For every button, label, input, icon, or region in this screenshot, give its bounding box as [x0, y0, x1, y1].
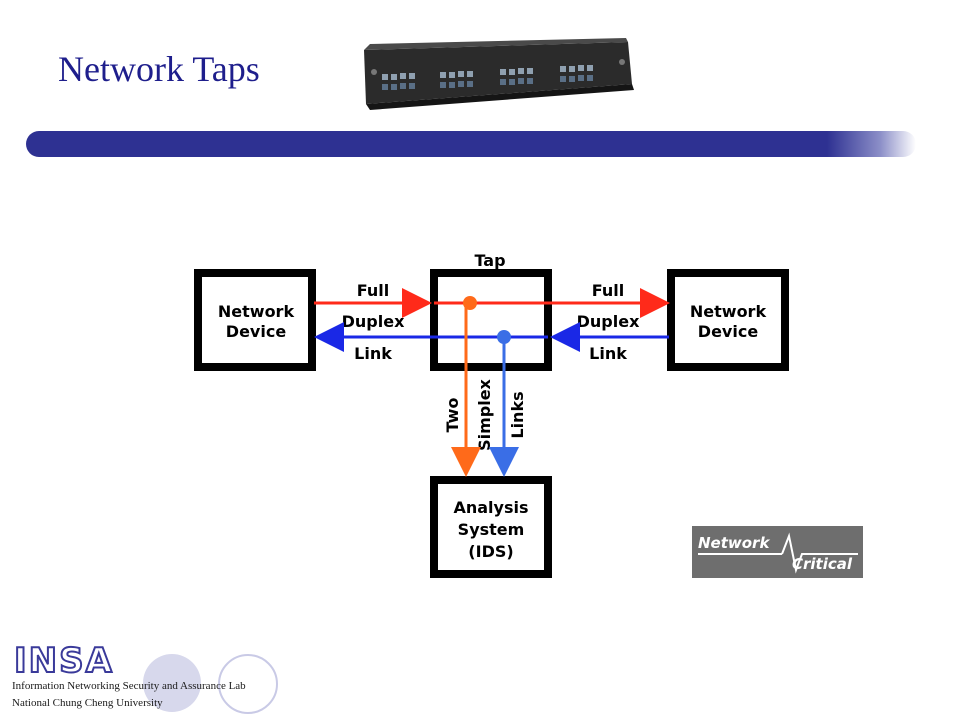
analysis-label-line3: (IDS)	[468, 542, 513, 561]
decorative-circle-filled	[143, 654, 201, 712]
reverse-tap-point	[497, 330, 511, 344]
left-link-label-full: Full	[357, 281, 390, 300]
right-device-label-line2: Device	[698, 322, 759, 341]
simplex-label-links: Links	[508, 391, 527, 438]
right-network-device-box	[667, 269, 789, 371]
tap-label: Tap	[474, 251, 505, 270]
analysis-system-box	[430, 476, 552, 578]
left-device-label-line1: Network	[218, 302, 295, 321]
network-tap-rack-unit-icon	[364, 38, 634, 110]
left-network-device-box	[194, 269, 316, 371]
simplex-label-simplex: Simplex	[475, 378, 494, 450]
vendor-logo-line2: Critical	[792, 555, 853, 573]
forward-tap-point	[463, 296, 477, 310]
insa-logo-text: INSA	[14, 641, 114, 680]
footer-lab-name: Information Networking Security and Assu…	[12, 680, 246, 692]
left-link-label-duplex: Duplex	[342, 312, 405, 331]
right-link-label-duplex: Duplex	[577, 312, 640, 331]
slide-title: Network Taps	[58, 49, 260, 89]
right-link-label-link: Link	[589, 344, 627, 363]
footer-university: National Chung Cheng University	[12, 697, 163, 709]
title-divider-bar	[26, 131, 916, 157]
analysis-label-line2: System	[458, 520, 525, 539]
decorative-circle-outline	[218, 654, 278, 714]
simplex-label-two: Two	[443, 398, 462, 433]
network-tap-diagram: Tap Network Device Network Device Full D…	[194, 251, 789, 578]
vendor-logo: Network Critical	[692, 526, 863, 578]
vendor-logo-line1: Network	[698, 534, 770, 552]
insa-logo: INSA	[13, 640, 114, 680]
tap-box	[430, 269, 552, 371]
analysis-label-line1: Analysis	[453, 498, 528, 517]
right-link-label-full: Full	[592, 281, 625, 300]
right-device-label-line1: Network	[690, 302, 767, 321]
left-link-label-link: Link	[354, 344, 392, 363]
left-device-label-line2: Device	[226, 322, 287, 341]
